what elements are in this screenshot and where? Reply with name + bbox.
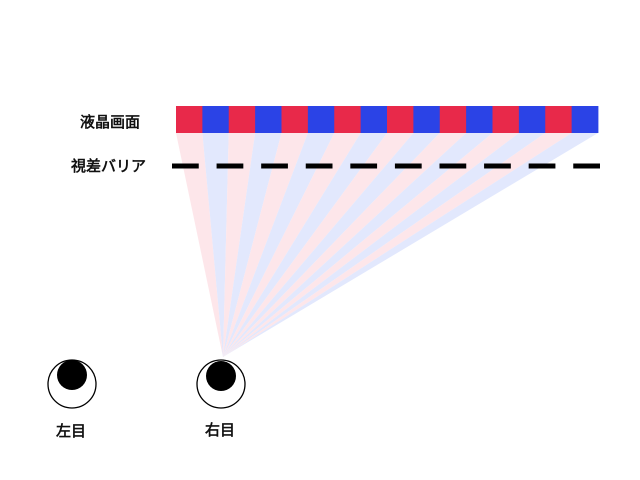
lcd-pixel: [334, 106, 362, 133]
left-eye: [47, 359, 97, 409]
lcd-pixel: [176, 106, 203, 133]
left-eye-label: 左目: [55, 422, 86, 440]
right-eye: [196, 359, 246, 409]
barrier-segment: [573, 163, 600, 169]
light-ray: [176, 133, 223, 357]
lcd-screen-label: 液晶画面: [80, 113, 140, 131]
light-rays: [176, 133, 598, 357]
lcd-pixel-strip: [176, 106, 599, 133]
barrier-segment: [305, 163, 333, 169]
lcd-pixel: [413, 106, 441, 133]
barrier-segment: [350, 163, 378, 169]
barrier-segment: [439, 163, 467, 169]
lcd-pixel: [439, 106, 467, 133]
lcd-pixel: [281, 106, 309, 133]
lcd-pixel: [202, 106, 230, 133]
lcd-pixel: [360, 106, 388, 133]
lcd-pixel: [255, 106, 282, 133]
light-ray: [223, 133, 598, 357]
right-eye-label: 右目: [205, 421, 235, 439]
left-eye-pupil: [57, 360, 87, 390]
lcd-pixel: [466, 106, 493, 133]
barrier-segment: [261, 163, 288, 169]
barrier-segment: [172, 163, 199, 169]
lcd-pixel: [492, 106, 520, 133]
parallax-barrier-label: 視差バリア: [70, 157, 146, 175]
lcd-pixel: [545, 106, 573, 133]
barrier-segment: [528, 163, 556, 169]
parallax-barrier-line: [172, 163, 600, 169]
lcd-pixel: [307, 106, 335, 133]
light-ray: [202, 133, 229, 357]
lcd-pixel: [228, 106, 256, 133]
lcd-pixel: [571, 106, 599, 133]
right-eye-pupil: [206, 361, 236, 391]
lcd-pixel: [387, 106, 414, 133]
barrier-segment: [394, 163, 422, 169]
barrier-segment: [484, 163, 511, 169]
lcd-pixel: [518, 106, 546, 133]
barrier-segment: [216, 163, 244, 169]
